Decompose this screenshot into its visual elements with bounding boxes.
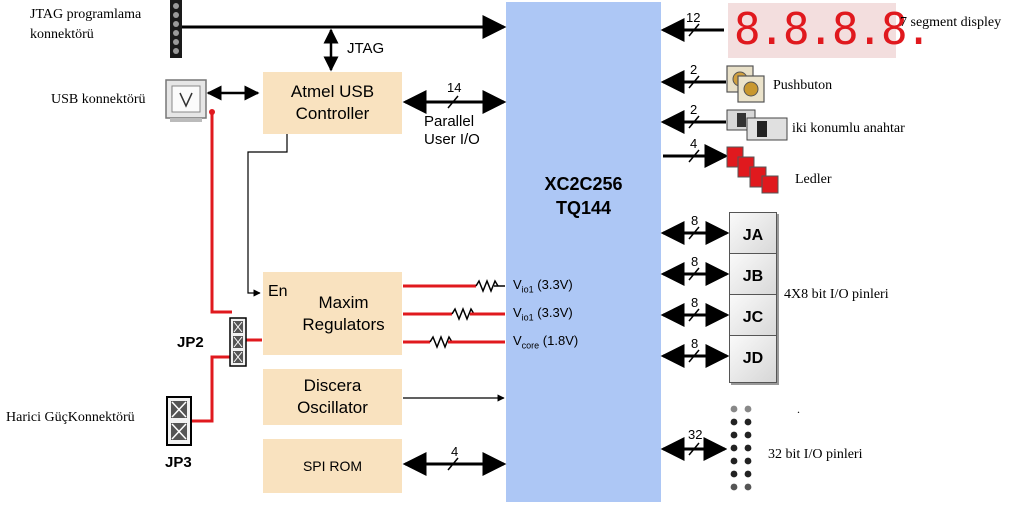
jp2-label: JP2 <box>177 334 204 351</box>
switch-count-label: 2 <box>690 102 698 117</box>
atmel-usb-controller-block: Atmel USB Controller <box>263 72 402 134</box>
atmel-block-label: Atmel USB Controller <box>290 82 375 123</box>
jd-count-label: 8 <box>691 336 699 351</box>
cpld-chip-name: XC2C256 <box>544 174 623 194</box>
jtag-header-icon <box>170 0 182 58</box>
spi-rom-block: SPI ROM <box>263 439 402 493</box>
power-connector-label: Harici GüçKonnektörü <box>6 410 135 425</box>
maxim-block-label: Maxim Regulators <box>302 292 385 334</box>
ext-power-line <box>192 355 232 423</box>
pmod-jb-connector: JB <box>729 253 777 301</box>
ja-count-label: 8 <box>691 213 699 228</box>
pins32-count-label: 32 <box>688 427 703 442</box>
slide-switch-icon <box>726 109 788 141</box>
jb-count-label: 8 <box>691 254 699 269</box>
discera-oscillator-block: Discera Oscillator <box>263 369 402 425</box>
cpld-chip-package: TQ144 <box>555 198 612 218</box>
spi-block-label: SPI ROM <box>302 458 363 474</box>
maxim-enable-label: En <box>268 283 288 300</box>
switch-label: iki konumlu anahtar <box>792 121 905 136</box>
vio1-b-label: Vio1 (3.3V) <box>513 305 573 323</box>
led-icon <box>726 146 779 194</box>
vio1-a-label: Vio1 (3.3V) <box>513 277 573 295</box>
discera-block-label: Discera Oscillator <box>297 376 368 417</box>
cpld-chip <box>506 2 661 502</box>
parallel-count-label: 14 <box>447 80 462 95</box>
pmod-jd-connector: JD <box>729 335 777 383</box>
vcore-label: Vcore (1.8V) <box>513 333 579 351</box>
spi-count-label: 4 <box>451 444 459 459</box>
vcore-line <box>403 334 505 350</box>
stray-dot: . <box>797 402 800 416</box>
seven-segment-digits: 8.8.8.8. <box>734 4 932 55</box>
pmod-io-label: 4X8 bit I/O pinleri <box>784 287 889 302</box>
led-label: Ledler <box>795 172 832 187</box>
usb-connector-icon <box>165 79 207 122</box>
jtag-signal-label: JTAG <box>347 40 385 57</box>
jp3-label: JP3 <box>165 454 192 471</box>
led-count-label: 4 <box>690 136 698 151</box>
pmod-jc-connector: JC <box>729 294 777 342</box>
usb-power-line <box>210 112 232 314</box>
jp3-connector-icon <box>166 396 192 446</box>
cpld-chip-label: XC2C256 TQ144 <box>506 172 661 220</box>
parallel-io-label: Parallel User I/O <box>424 113 480 148</box>
segment-count-label: 12 <box>686 10 701 25</box>
segment-display-label: 7 segment displey <box>900 15 1002 30</box>
pushbutton-label: Pushbuton <box>773 78 833 93</box>
push-count-label: 2 <box>690 62 698 77</box>
pins32-io-label: 32 bit I/O pinleri <box>768 447 863 462</box>
enable-line <box>247 134 288 297</box>
pin-header-32-icon <box>727 404 755 496</box>
usb-connector-label: USB konnektörü <box>51 92 146 107</box>
jp2-jumper-icon <box>229 317 247 367</box>
maxim-regulators-block: Maxim Regulators <box>263 272 402 355</box>
vio1-b-line <box>403 306 505 322</box>
jc-count-label: 8 <box>691 295 699 310</box>
seven-segment-display-icon <box>728 3 896 58</box>
jtag-connector-label: JTAG programlama konnektörü <box>30 7 142 42</box>
pushbutton-icon <box>726 65 765 103</box>
vio1-a-line <box>403 278 505 294</box>
